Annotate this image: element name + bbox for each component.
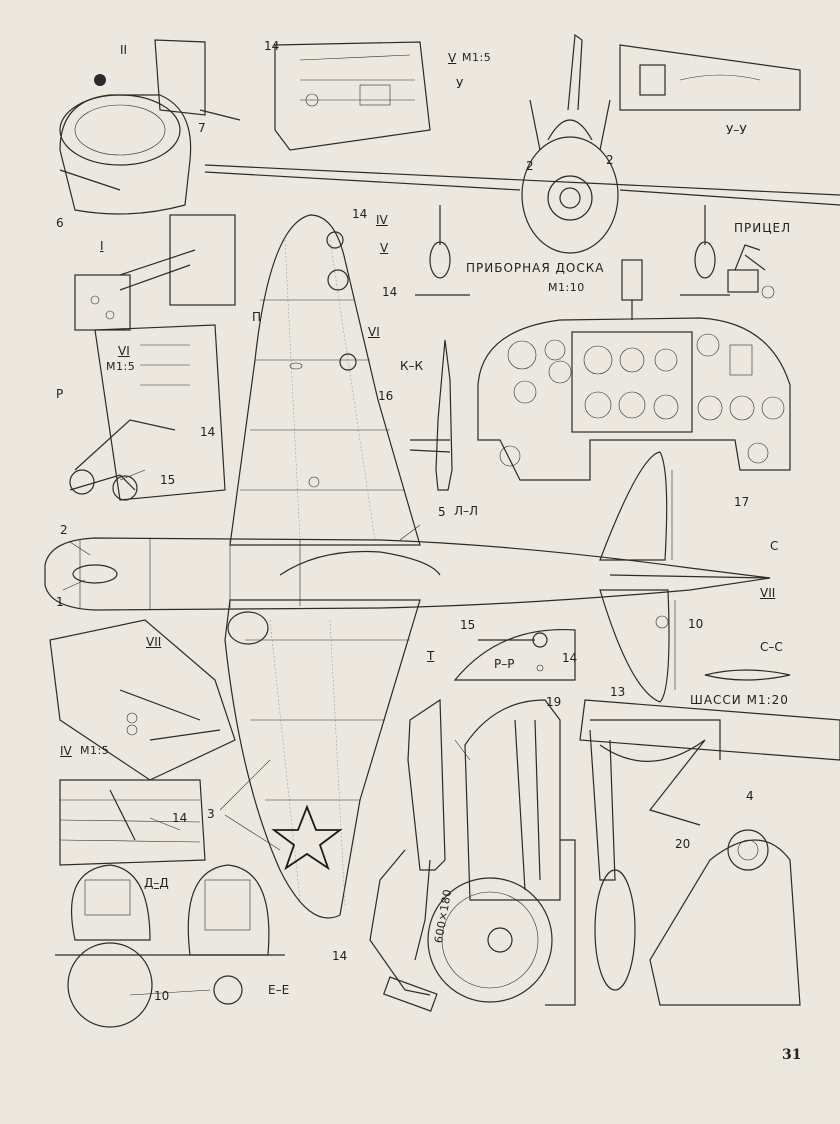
section-l-l-label: Л–Л xyxy=(454,504,479,518)
gunsight-drawing xyxy=(727,244,775,299)
section-iv-label: IV xyxy=(376,213,388,227)
callout-4: 4 xyxy=(746,789,754,803)
section-d-d-label: Д–Д xyxy=(144,876,169,890)
callout-10-bottom: 10 xyxy=(154,989,170,1003)
instrument-panel-title: ПРИБОРНАЯ ДОСКА xyxy=(466,261,605,275)
section-v-scale-label: V xyxy=(448,51,457,65)
callout-2-fuselage: 2 xyxy=(60,523,68,537)
section-r-label: Р xyxy=(56,387,64,401)
detail-vi xyxy=(69,324,226,501)
section-vi-scale-label: VI xyxy=(118,344,130,358)
section-r-r-label: Р–Р xyxy=(494,657,515,671)
section-s-s-label: С–С xyxy=(760,640,783,654)
section-u-u-label: У–У xyxy=(726,123,747,137)
section-vi-scale-value: M1:5 xyxy=(106,360,136,373)
callout-10-tail: 10 xyxy=(688,617,704,631)
detail-iv xyxy=(59,779,206,866)
detail-v xyxy=(274,41,431,151)
callout-14-p-p: 14 xyxy=(562,651,578,665)
section-i-label: I xyxy=(100,239,104,253)
section-iv-scale-label: IV xyxy=(60,744,72,758)
section-e-e-label: Е–Е xyxy=(268,983,290,997)
callout-14-wingtip: 14 xyxy=(352,207,368,221)
section-c-c xyxy=(704,669,791,681)
gear-title: ШАССИ M1:20 xyxy=(690,693,789,707)
landing-gear-strut xyxy=(369,698,446,1012)
section-t-label: Т xyxy=(427,649,435,663)
sections-kk-ll xyxy=(409,339,453,491)
callout-20: 20 xyxy=(675,837,691,851)
callout-5: 5 xyxy=(438,505,446,519)
callout-19: 19 xyxy=(546,695,562,709)
gear-wheel-assembly xyxy=(427,699,576,1006)
sections-dd-ee xyxy=(55,864,285,1028)
section-vi-label: VI xyxy=(368,325,380,339)
callout-17: 17 xyxy=(734,495,750,509)
section-ii-label: II xyxy=(120,43,128,57)
callout-14-top: 14 xyxy=(264,39,280,53)
section-u-label: У xyxy=(456,77,464,91)
section-u-u xyxy=(619,44,801,111)
callout-14-wing-mid: 14 xyxy=(382,285,398,299)
front-view xyxy=(204,33,840,296)
callout-14-bottom: 14 xyxy=(332,949,348,963)
instrument-panel-drawing xyxy=(477,259,791,481)
callout-2-front-left: 2 xyxy=(526,159,534,173)
instrument-panel-scale: M1:10 xyxy=(548,281,585,294)
section-v-scale-value: M1:5 xyxy=(462,51,492,64)
section-p-p xyxy=(453,628,576,681)
callout-14-detail-vi: 14 xyxy=(200,425,216,439)
callout-14-detail-iv: 14 xyxy=(172,811,188,825)
callout-3: 3 xyxy=(207,807,215,821)
leader-lines xyxy=(62,469,471,996)
section-k-k-label: К–К xyxy=(400,359,424,373)
callout-13: 13 xyxy=(610,685,626,699)
callout-15-detail-vi: 15 xyxy=(160,473,176,487)
aircraft-plan-view xyxy=(44,214,771,919)
callout-1: 1 xyxy=(56,595,64,609)
gear-retraction-diagram xyxy=(579,699,840,1006)
detail-i xyxy=(74,214,236,331)
callout-16: 16 xyxy=(378,389,394,403)
section-p-label: П xyxy=(252,310,262,324)
detail-ii xyxy=(59,39,241,215)
section-iv-scale-value: M1:5 xyxy=(80,744,110,757)
callout-15-p-p: 15 xyxy=(460,618,476,632)
section-s-label: С xyxy=(770,539,779,553)
detail-vii xyxy=(49,619,236,781)
callout-6: 6 xyxy=(56,216,64,230)
section-v-label: V xyxy=(380,241,389,255)
callout-2-front-right: 2 xyxy=(606,153,614,167)
gunsight-title: ПРИЦЕЛ xyxy=(734,221,792,235)
callout-7: 7 xyxy=(198,121,206,135)
page-number: 31 xyxy=(782,1047,802,1063)
section-vii-label-detail: VII xyxy=(146,635,162,649)
section-vii-label-tail: VII xyxy=(760,586,776,600)
